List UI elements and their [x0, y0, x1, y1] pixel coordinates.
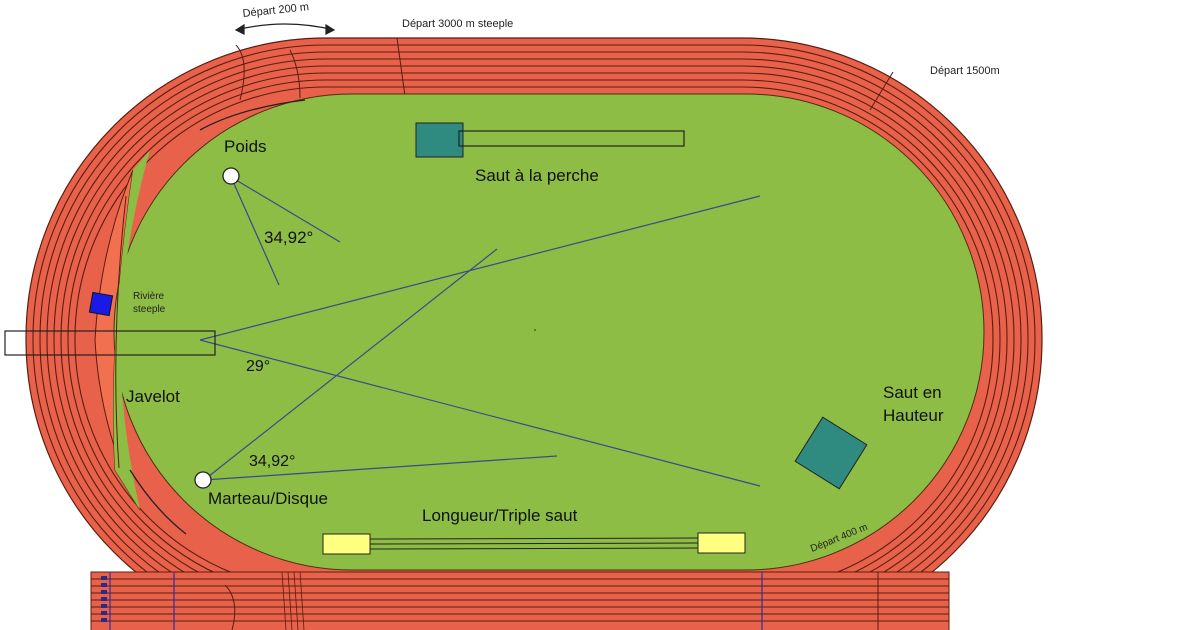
water-jump-edge — [115, 195, 127, 469]
infield — [113, 93, 985, 571]
hammer-discus-circle — [194, 471, 212, 489]
field-center-dot — [534, 329, 536, 331]
javelin-runway — [4, 330, 216, 356]
label-angle-javelot: 29° — [246, 358, 270, 375]
label-angle-marteau: 34,92° — [249, 453, 295, 470]
label-saut-perche: Saut à la perche — [475, 166, 599, 185]
high-jump-pit — [794, 416, 868, 490]
long-jump-sandpit-left — [322, 533, 371, 555]
long-jump-sandpit-right — [697, 532, 746, 554]
label-saut-hauteur-1: Saut en — [883, 383, 942, 402]
long-jump-area — [322, 532, 746, 555]
field-left-extension — [113, 150, 150, 510]
label-poids: Poids — [224, 137, 267, 156]
steeple-water-pit — [88, 291, 114, 317]
arc-bottom-left — [129, 469, 187, 535]
bottom-straight — [90, 571, 950, 630]
label-javelot: Javelot — [126, 387, 180, 406]
label-depart-3000-steeple: Départ 3000 m steeple — [402, 18, 513, 30]
arc-top-left — [199, 99, 306, 131]
shot-put-circle — [222, 167, 240, 185]
pole-vault-area — [415, 122, 685, 158]
label-angle-poids: 34,92° — [264, 228, 313, 247]
depart-200-arrow — [234, 23, 336, 35]
pole-vault-pit — [415, 122, 464, 158]
start-marks — [224, 37, 894, 630]
label-marteau-disque: Marteau/Disque — [208, 489, 328, 508]
label-steeple: steeple — [133, 304, 166, 315]
field-grass — [113, 93, 985, 571]
pole-vault-runway — [458, 130, 685, 147]
throw-sectors — [199, 176, 761, 487]
label-depart-1500: Départ 1500m — [930, 65, 1000, 77]
label-riviere: Rivière — [133, 291, 165, 302]
label-longueur-triple: Longueur/Triple saut — [422, 506, 578, 525]
label-saut-hauteur-2: Hauteur — [883, 406, 944, 425]
label-depart-200: Départ 200 m — [242, 1, 310, 20]
